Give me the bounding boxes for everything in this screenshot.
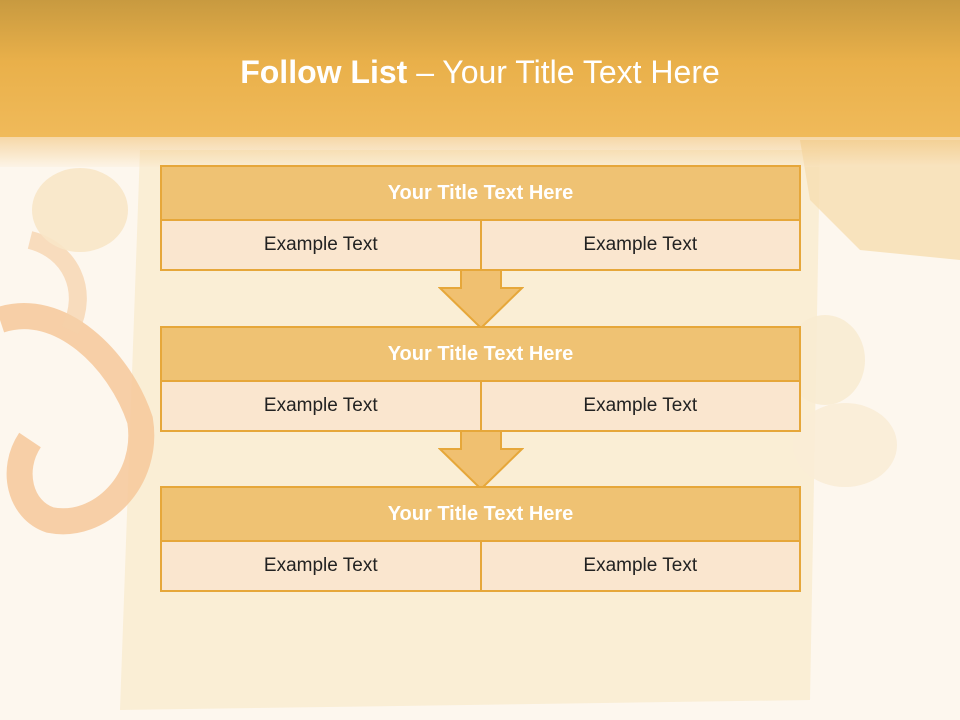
block-row: Example Text Example Text — [160, 221, 801, 271]
header-band — [0, 0, 960, 137]
slide-title: Follow List – Your Title Text Here — [0, 54, 960, 91]
slide-title-rest: – Your Title Text Here — [416, 54, 720, 90]
block-row: Example Text Example Text — [160, 382, 801, 432]
block-cell-right: Example Text — [481, 542, 801, 592]
down-arrow-icon — [438, 431, 524, 491]
header-strip — [0, 137, 960, 167]
block-cell-right: Example Text — [481, 221, 801, 271]
block-row: Example Text Example Text — [160, 542, 801, 592]
block-title: Your Title Text Here — [160, 486, 801, 542]
list-block-1: Your Title Text Here Example Text Exampl… — [160, 165, 801, 271]
list-block-2: Your Title Text Here Example Text Exampl… — [160, 326, 801, 432]
slide-title-bold: Follow List — [240, 54, 408, 90]
block-title: Your Title Text Here — [160, 165, 801, 221]
block-title: Your Title Text Here — [160, 326, 801, 382]
block-cell-right: Example Text — [481, 382, 801, 432]
block-cell-left: Example Text — [160, 542, 482, 592]
block-cell-left: Example Text — [160, 382, 482, 432]
down-arrow-icon — [438, 270, 524, 330]
block-cell-left: Example Text — [160, 221, 482, 271]
list-block-3: Your Title Text Here Example Text Exampl… — [160, 486, 801, 592]
